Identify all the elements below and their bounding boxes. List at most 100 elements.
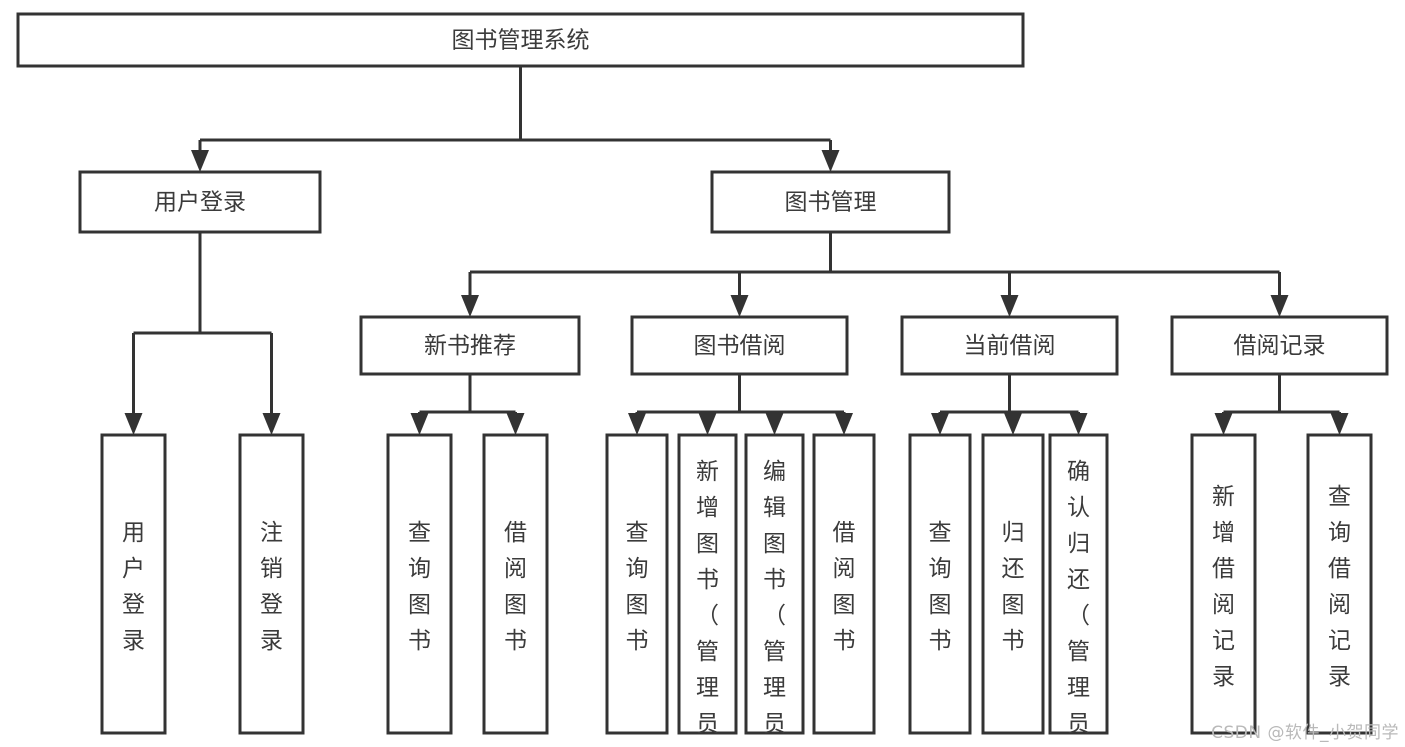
svg-text:书: 书 [929,628,952,654]
svg-text:书: 书 [408,628,431,654]
svg-text:图: 图 [1002,592,1025,618]
arrow-head-icon [1004,413,1022,435]
svg-text:编: 编 [763,459,786,485]
node-box-leaf-edit-book[interactable] [744,433,805,735]
svg-text:阅: 阅 [1328,592,1351,618]
node-box-leaf-add-book[interactable] [677,433,738,735]
svg-text:询: 询 [1328,520,1351,546]
arrow-head-icon [765,413,784,435]
node-label-current-borrow: 当前借阅 [964,333,1056,359]
svg-text:录: 录 [1212,664,1235,690]
svg-text:阅: 阅 [1212,592,1235,618]
arrow-head-icon [1330,413,1349,435]
svg-text:登: 登 [260,592,283,618]
node-label-user-login: 用户登录 [154,190,246,216]
svg-text:书: 书 [626,628,649,654]
arrow-head-icon [1270,295,1289,317]
node-box-leaf-query-book-3[interactable] [908,433,972,735]
svg-text:图: 图 [763,531,786,557]
svg-text:理: 理 [1067,675,1090,701]
svg-text:查: 查 [626,520,649,546]
node-box-book-borrow[interactable] [630,315,849,376]
node-label-root: 图书管理系统 [452,28,590,54]
node-box-leaf-borrow-book-2[interactable] [812,433,876,735]
svg-text:查: 查 [929,520,952,546]
node-box-current-borrow[interactable] [900,315,1119,376]
node-box-borrow-record[interactable] [1170,315,1389,376]
arrow-head-icon [698,413,717,435]
node-box-leaf-query-book-2[interactable] [605,433,669,735]
svg-text:查: 查 [1328,484,1351,510]
arrow-head-icon [1069,413,1088,435]
svg-text:书: 书 [763,567,786,593]
svg-text:图: 图 [833,592,856,618]
node-box-user-login[interactable] [78,170,322,234]
svg-text:借: 借 [504,520,527,546]
svg-text:确: 确 [1067,459,1090,485]
arrow-head-icon [506,413,525,435]
node-box-leaf-confirm-return[interactable] [1048,433,1109,735]
svg-text:理: 理 [696,675,719,701]
svg-text:员: 员 [1067,711,1090,737]
svg-text:销: 销 [260,556,283,582]
svg-text:登: 登 [122,592,145,618]
node-box-leaf-return-book[interactable] [981,433,1045,735]
svg-text:户: 户 [122,556,145,582]
boxes-layer [16,12,1389,735]
node-box-leaf-user-login[interactable] [100,433,167,735]
svg-text:管: 管 [763,639,786,665]
node-box-root[interactable] [16,12,1025,68]
node-label-book-manage: 图书管理 [785,190,877,216]
svg-text:询: 询 [626,556,649,582]
svg-text:管: 管 [696,639,719,665]
arrow-head-icon [124,413,143,435]
svg-text:询: 询 [408,556,431,582]
node-box-leaf-borrow-book-1[interactable] [482,433,549,735]
svg-text:图: 图 [626,592,649,618]
svg-text:书: 书 [504,628,527,654]
svg-text:理: 理 [763,675,786,701]
svg-text:认: 认 [1067,495,1090,521]
svg-text:借: 借 [833,520,856,546]
labels-layer: 图书管理系统用户登录图书管理新书推荐图书借阅当前借阅借阅记录用户登录注销登录查询… [122,28,1351,738]
svg-text:书: 书 [696,567,719,593]
node-box-leaf-query-record[interactable] [1306,433,1373,735]
svg-text:（: （ [1067,603,1090,629]
arrow-head-icon [628,413,646,435]
node-box-leaf-logout[interactable] [238,433,305,735]
svg-text:记: 记 [1328,628,1351,654]
node-box-leaf-add-record[interactable] [1190,433,1257,735]
svg-text:辑: 辑 [763,495,786,521]
svg-text:用: 用 [122,520,145,546]
arrow-head-icon [821,150,840,172]
svg-text:查: 查 [408,520,431,546]
arrow-head-icon [410,413,429,435]
svg-text:（: （ [763,603,786,629]
connectors-layer [124,66,1349,435]
node-box-book-manage[interactable] [710,170,951,234]
node-label-borrow-record: 借阅记录 [1234,333,1326,359]
node-box-new-book-recommend[interactable] [359,315,581,376]
svg-text:书: 书 [833,628,856,654]
node-label-leaf-user-login: 用户登录 [122,520,145,654]
node-label-book-borrow: 图书借阅 [694,333,786,359]
svg-text:借: 借 [1212,556,1235,582]
svg-text:询: 询 [929,556,952,582]
svg-text:借: 借 [1328,556,1351,582]
watermark: CSDN @软件_小贺同学 [1211,723,1399,743]
svg-text:录: 录 [260,628,283,654]
svg-text:录: 录 [1328,664,1351,690]
node-box-leaf-query-book-1[interactable] [386,433,453,735]
arrow-head-icon [931,413,949,435]
